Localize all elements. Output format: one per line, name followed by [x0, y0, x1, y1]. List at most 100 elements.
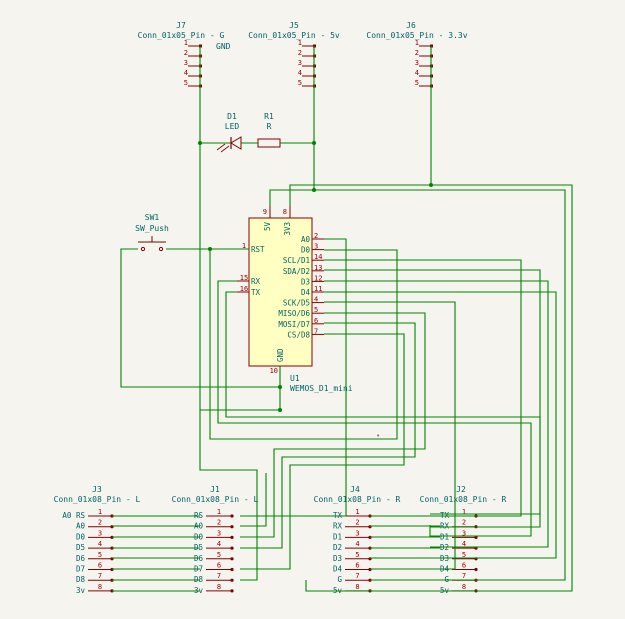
j1-pin-num: 7	[217, 572, 221, 580]
j4-pin-num: 3	[355, 529, 359, 537]
led-value: LED	[225, 122, 240, 131]
j3-pin-label: D6	[76, 554, 86, 563]
j5-pin-num: 2	[298, 49, 302, 57]
j4-pin-label: D2	[333, 543, 342, 552]
j4-ref: J4	[350, 485, 360, 494]
j2-ref: J2	[456, 485, 466, 494]
connector-j2: J2 Conn_01x08_Pin - R 1TX2RX3D14D25D36D4…	[420, 485, 507, 595]
j4-pin-num: 1	[355, 508, 359, 516]
j4-pin-label: 5v	[333, 586, 343, 595]
j4-pin-label: RX	[333, 522, 343, 531]
j2-pin-label: RX	[440, 522, 450, 531]
j4-pin-label: D4	[333, 565, 343, 574]
mcu-right-pin-num: 2	[314, 232, 318, 240]
j4-pin-num: 5	[355, 551, 359, 559]
mcu-body	[248, 217, 313, 367]
mcu-top-pin-name: 3V3	[283, 222, 292, 236]
j2-pin-num: 6	[462, 562, 466, 570]
j1-pin-num: 3	[217, 529, 221, 537]
j3-pin-label: D5	[76, 543, 85, 552]
j1-pin-end	[230, 535, 234, 540]
j1-pin-end	[230, 567, 234, 572]
mcu-right-pin-num: 3	[314, 243, 318, 251]
wires	[112, 46, 573, 592]
j1-pin-num: 2	[217, 519, 221, 527]
j2-pin-num: 1	[462, 508, 466, 516]
j3-pin-label: 3v	[76, 586, 86, 595]
j1-pin-num: 6	[217, 562, 221, 570]
resistor-symbol	[257, 138, 281, 148]
j2-pin-num: 7	[462, 572, 466, 580]
mcu-value: WEMOS_D1_mini	[290, 384, 353, 393]
j3-pin-num: 6	[98, 562, 102, 570]
j1-pin-end	[230, 525, 234, 529]
j6-pin-num: 3	[415, 59, 419, 67]
j3-pin-label: D8	[76, 575, 86, 584]
j3-pin-num: 4	[98, 540, 102, 548]
mcu-right-pin-name: D4	[301, 288, 311, 297]
svg-text:•: •	[376, 432, 380, 440]
j7-ref: J7	[176, 21, 186, 30]
resistor-value: R	[267, 122, 272, 131]
mcu-left-pin-num: 1	[242, 242, 246, 250]
j2-pin-num: 8	[462, 583, 466, 591]
j6-pin-num: 2	[415, 49, 419, 57]
j1-pin-num: 8	[217, 583, 221, 591]
j6-pin-num: 4	[415, 69, 419, 77]
j1-pin-num: 4	[217, 540, 221, 548]
junctions	[198, 141, 433, 412]
mcu-right-pin-name: CS/D8	[287, 330, 310, 339]
j4-value: Conn_01x08_Pin - R	[314, 495, 401, 504]
j7-pin-num: 4	[184, 69, 188, 77]
j1-pin-label: 3v	[194, 586, 204, 595]
mcu-right-pin-num: 14	[314, 253, 322, 261]
mcu-right-pin-num: 13	[314, 264, 322, 272]
j6-pin-num: 5	[415, 79, 419, 87]
mcu-right-pin-num: 12	[314, 274, 322, 282]
j1-pin-end	[230, 557, 234, 561]
mcu-right-pin-name: MOSI/D7	[278, 320, 310, 329]
j1-value: Conn_01x08_Pin - L	[172, 495, 259, 504]
j3-pin-num: 7	[98, 572, 102, 580]
j7-pin-num: 1	[184, 39, 188, 47]
mcu-right-pin-name: SCK/D5	[283, 299, 310, 308]
j4-pin-num: 4	[355, 540, 359, 548]
j4-pin-label: D3	[333, 554, 342, 563]
j2-pin-label: D1	[440, 532, 449, 541]
mcu-right-pin-name: SDA/D2	[283, 267, 310, 276]
mcu-right-pin-name: D3	[301, 277, 310, 286]
connector-j1: J1 Conn_01x08_Pin - L 1RS2A03D04D55D66D7…	[172, 485, 259, 595]
j3-value: Conn_01x08_Pin - L	[54, 495, 141, 504]
j5-pin-num: 1	[298, 39, 302, 47]
j5-pin-num: 3	[298, 59, 302, 67]
j5-pin-num: 5	[298, 79, 302, 87]
mcu-right-pin-num: 7	[314, 327, 318, 335]
mcu-ref: U1	[290, 374, 300, 383]
resistor-r1: R1 R	[257, 112, 281, 148]
j3-pin-label: D7	[76, 565, 85, 574]
j3-pin-label: A0 RS	[62, 511, 85, 520]
j2-pin-label: 5v	[440, 586, 450, 595]
j1-pin-end	[230, 578, 234, 582]
j4-pin-num: 8	[355, 583, 359, 591]
switch-value: SW_Push	[135, 224, 169, 233]
mcu-right-pin-num: 4	[314, 296, 318, 304]
j7-pin-num: 5	[184, 79, 188, 87]
mcu-left-pin-num: 15	[240, 274, 248, 282]
j3-pin-num: 8	[98, 583, 102, 591]
mcu-gnd-pin-num: 10	[270, 367, 278, 375]
j2-pin-label: D2	[440, 543, 449, 552]
led-symbol	[230, 136, 242, 150]
mcu-left-pin-name: RX	[251, 277, 261, 286]
j7-pin-num: 3	[184, 59, 188, 67]
j1-pin-num: 5	[217, 551, 221, 559]
mcu-right-pin-name: D0	[301, 246, 311, 255]
j6-pin-num: 1	[415, 39, 419, 47]
j3-pin-num: 2	[98, 519, 102, 527]
j3-pin-num: 1	[98, 508, 102, 516]
j4-pin-num: 2	[355, 519, 359, 527]
led-d1: D1 LED	[216, 112, 242, 153]
j4-pin-label: G	[337, 575, 342, 584]
